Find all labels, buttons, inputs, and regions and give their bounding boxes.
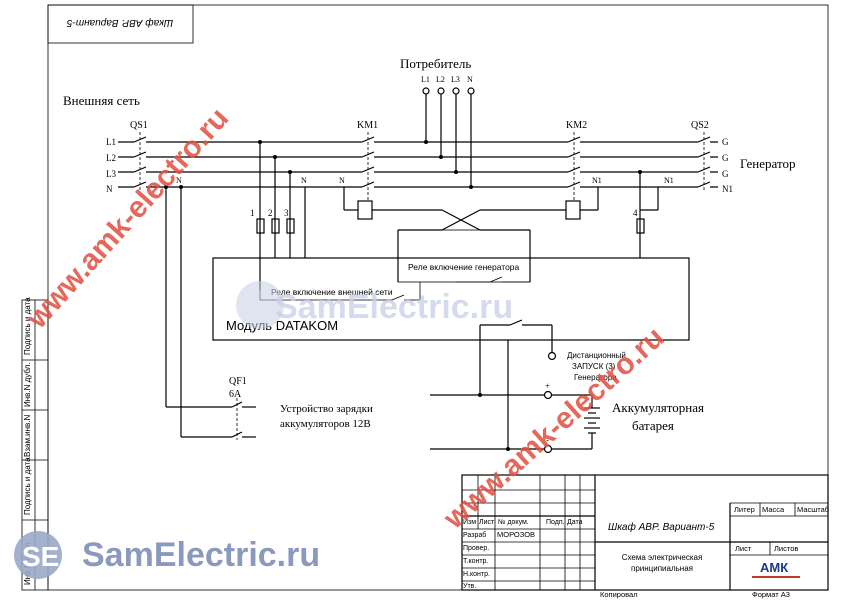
datakom-module-box <box>212 257 690 341</box>
remote-start-text-2: ЗАПУСК (3) <box>572 362 616 371</box>
remote-start-circuit <box>479 319 557 395</box>
title-block <box>461 474 829 591</box>
title-col-sign: Подп. <box>546 519 565 526</box>
qf1-rating: 6А <box>229 389 242 400</box>
relay-generator-label: Реле включение генератора <box>408 262 520 272</box>
title-row-dev: Разраб <box>463 531 486 539</box>
fuse-4-label: 4 <box>633 208 638 218</box>
title-col-izm: Изм <box>463 519 476 526</box>
title-format: Формат А3 <box>752 590 790 599</box>
title-row-tcontr: Т.контр. <box>463 558 488 565</box>
bus-tag-n-b: N <box>301 176 307 185</box>
consumer-term-l3: L3 <box>451 75 460 84</box>
km1-coil <box>343 187 442 220</box>
bus-tag-n-c: N <box>339 176 345 185</box>
bus-tag-n1-b: N1 <box>664 176 674 185</box>
battery-plus: + <box>545 381 550 391</box>
consumer-terminals: L1 L2 L3 N <box>421 75 475 189</box>
title-row-check: Провер. <box>463 545 489 552</box>
watermark-samelectric-center: SamElectric.ru <box>275 288 513 326</box>
generator-label: Генератор <box>740 156 795 171</box>
battery-minus: - <box>546 435 549 445</box>
relay-external-label: Реле включение внешней сети <box>271 287 393 297</box>
line-label-g3: G <box>722 169 729 179</box>
bus-tag-n-a: N <box>176 176 182 185</box>
fuse-1-label: 1 <box>250 208 255 218</box>
watermark-se-logo: SE <box>22 541 59 572</box>
fuses <box>256 140 659 290</box>
line-label-n1: N1 <box>722 184 733 194</box>
km2-label: KM2 <box>566 120 587 131</box>
fuse-2-label: 2 <box>268 208 273 218</box>
remote-start-text-3: Генератора <box>574 373 617 382</box>
charger-label-1: Устройство зарядки <box>280 403 373 415</box>
title-col-ndoc: № докум. <box>498 519 529 526</box>
qf1-breaker <box>164 185 256 440</box>
title-col-date: Дата <box>567 519 583 526</box>
fuse-3-label: 3 <box>284 208 289 218</box>
title-row-approved: Утв. <box>463 583 476 590</box>
bus-tag-n1-a: N1 <box>592 176 602 185</box>
battery-label-2: батарея <box>632 418 674 433</box>
power-buses <box>118 141 718 188</box>
side-stamp-4: Подпись и дата <box>23 457 32 515</box>
watermark-samelectric-bottom: SamElectric.ru <box>82 536 320 574</box>
consumer-term-n: N <box>467 75 473 84</box>
consumer-label: Потребитель <box>400 56 471 71</box>
line-label-l2: L2 <box>106 153 116 163</box>
line-label-l3: L3 <box>106 169 116 179</box>
watermark-amk-left: www.amk-electro.ru <box>20 102 235 336</box>
line-label-l1: L1 <box>106 137 116 147</box>
km2-coil <box>480 187 599 220</box>
km2-switch <box>567 132 581 200</box>
line-label-g2: G <box>722 153 729 163</box>
title-scheme-2: принципиальная <box>631 564 693 573</box>
title-sheets: Листов <box>774 544 798 553</box>
company-logo: АМК <box>752 560 800 578</box>
title-sheet: Лист <box>735 544 752 553</box>
relay-generator-box <box>397 229 531 283</box>
km1-switch <box>361 132 375 200</box>
line-label-g1: G <box>722 137 729 147</box>
title-col-list: Лист <box>479 519 495 526</box>
battery-circuit <box>430 340 600 454</box>
top-stamp-box <box>47 4 194 44</box>
title-row-ncontr: Н.контр. <box>463 571 490 578</box>
qf1-label: QF1 <box>229 376 247 387</box>
drawing-frame <box>47 4 829 591</box>
qs1-label: QS1 <box>130 120 148 131</box>
title-dev-name: МОРОЗОВ <box>497 530 535 539</box>
title-scale: Масштаб <box>797 505 829 514</box>
title-doc-name: Шкаф АВР. Вариант-5 <box>608 521 715 533</box>
external-network-label: Внешняя сеть <box>63 93 140 108</box>
title-copied: Копировал <box>600 590 638 599</box>
consumer-term-l2: L2 <box>436 75 445 84</box>
side-stamp-3: Взам.инв.N <box>23 414 32 457</box>
battery-label-1: Аккумуляторная <box>612 400 704 415</box>
consumer-term-l1: L1 <box>421 75 430 84</box>
remote-start-text-1: Дистанционный <box>567 351 626 360</box>
company-logo-text: АМК <box>760 560 788 575</box>
km1-label: KM1 <box>357 120 378 131</box>
title-litera: Литер <box>734 505 755 514</box>
title-mass: Масса <box>762 505 785 514</box>
qs2-switch <box>697 132 711 192</box>
qs2-label: QS2 <box>691 120 709 131</box>
side-stamp-1: Подпись и дата <box>23 297 32 355</box>
internal-relays <box>259 276 530 301</box>
line-label-n: N <box>106 184 113 194</box>
top-stamp-text: Шкаф АВР. Вариант-5 <box>66 17 173 29</box>
side-stamp-2: Инв.N дубл. <box>23 362 32 407</box>
charger-label-2: аккумуляторов 12В <box>280 418 371 430</box>
title-scheme-1: Схема электрическая <box>622 553 703 562</box>
qs1-switch <box>133 132 147 192</box>
